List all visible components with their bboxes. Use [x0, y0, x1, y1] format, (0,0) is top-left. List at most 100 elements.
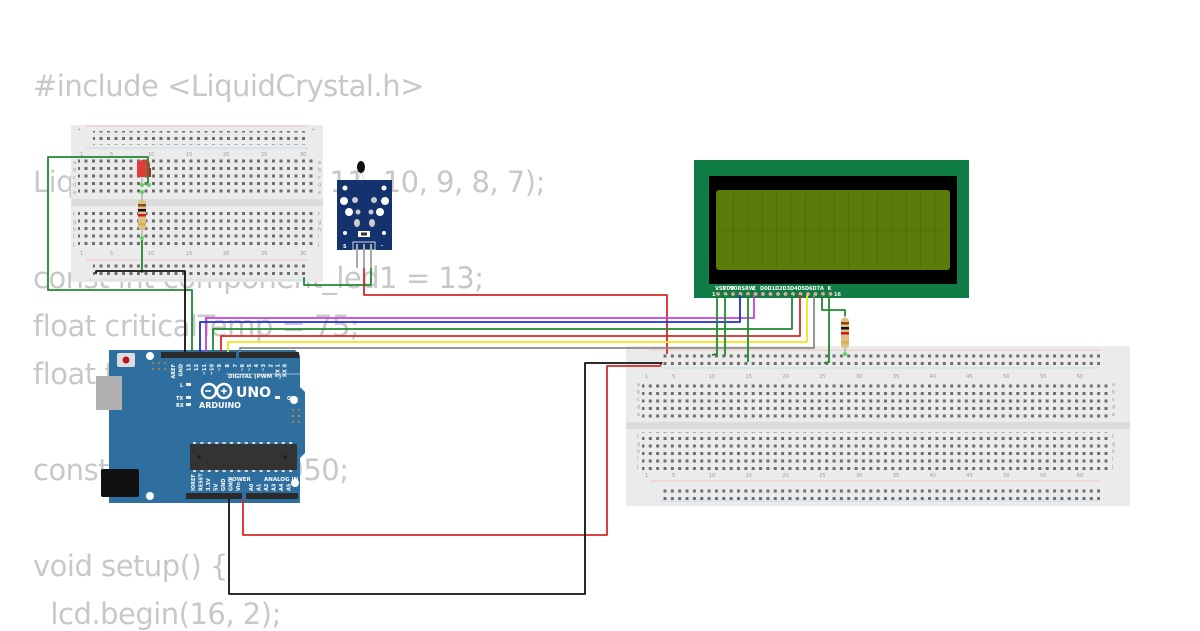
row-letter: a	[637, 382, 640, 388]
row-letter: g	[637, 442, 640, 448]
wire-green-sensor[interactable]	[303, 268, 372, 286]
digital-pin-label: ~5	[247, 363, 253, 371]
lcd-pin[interactable]	[783, 291, 788, 297]
wire-green-k[interactable]	[823, 295, 830, 364]
lcd-pin-label: RS	[738, 286, 746, 292]
lcd-pin[interactable]	[775, 291, 781, 297]
column-number: 40	[930, 473, 936, 479]
lcd-pin-label: A	[820, 286, 824, 292]
led-label-on: ON	[287, 396, 295, 402]
analog-header	[246, 493, 298, 499]
column-number: 1	[80, 251, 83, 257]
analog-pin-label: A2	[264, 483, 270, 491]
lcd-screen	[716, 190, 950, 270]
lcd-pin-label: D1	[768, 286, 776, 292]
row-letter: b	[73, 168, 76, 174]
row-letter: d	[318, 183, 321, 189]
wire-green-a[interactable]	[821, 295, 846, 316]
wire-gray-d7[interactable]	[239, 295, 815, 352]
thermistor-module[interactable]: S -	[337, 161, 392, 268]
digital-header-label: DIGITAL (PWM ~)	[228, 374, 282, 380]
wire-black-gnd[interactable]	[95, 270, 186, 352]
lcd-pin[interactable]	[760, 291, 766, 297]
lcd-pin-label: VDD	[723, 286, 735, 292]
power-header	[186, 493, 242, 499]
row-letter: a	[318, 160, 321, 166]
resistor-lcd[interactable]	[841, 312, 849, 356]
power-pin-label: GND	[221, 479, 227, 491]
wire-green-led[interactable]	[47, 156, 193, 352]
row-letter: i	[318, 235, 319, 241]
column-number: 5	[672, 473, 675, 479]
wire-red-d5[interactable]	[220, 295, 801, 352]
column-number: 20	[782, 374, 788, 380]
digital-pin-label: ~9	[217, 363, 223, 371]
column-number: 20	[223, 251, 229, 257]
atmega-chip	[190, 444, 297, 470]
row-letter: c	[73, 175, 76, 181]
analog-pin-label: A3	[272, 483, 278, 491]
thermistor-bead	[357, 161, 365, 173]
analog-pin-label: A5	[287, 483, 293, 491]
digital-pin-label: GND	[179, 364, 185, 376]
digital-pin-label: ~6	[240, 363, 246, 371]
wire-magenta-e[interactable]	[205, 295, 755, 352]
column-number: 35	[893, 473, 899, 479]
led-label-rx: RX	[176, 403, 184, 409]
analog-pin-label: A4	[279, 483, 285, 491]
analog-pin-label: A1	[257, 483, 263, 491]
led-label-l: L	[180, 383, 184, 389]
power-pin-label: 3.3V	[206, 478, 212, 491]
wire-black-gnd-2[interactable]	[228, 362, 662, 595]
row-letter: f	[637, 434, 639, 440]
red-led[interactable]	[137, 159, 151, 195]
lcd-pin[interactable]	[768, 291, 773, 297]
lcd-pin-label: VSS	[715, 286, 726, 292]
digital-pin-label: RX 0	[283, 363, 289, 376]
digital-pin-label: AREF	[171, 364, 177, 379]
digital-header-high	[161, 352, 236, 358]
code-line: #include <LiquidCrystal.h>	[33, 69, 424, 103]
sensor-board	[337, 180, 392, 250]
wire-red-5v[interactable]	[242, 361, 663, 536]
wire-green-vss[interactable]	[711, 295, 718, 356]
row-letter: i	[637, 457, 638, 463]
column-number: 30	[856, 473, 862, 479]
plus-mark: +	[77, 127, 81, 133]
column-number: 10	[709, 374, 715, 380]
resistor-led[interactable]	[138, 192, 146, 240]
column-number: 5	[110, 251, 113, 257]
column-number: 1	[645, 473, 648, 479]
power-pin-label: Vin	[236, 482, 242, 491]
column-number: 15	[746, 473, 752, 479]
wire-yellow-d6[interactable]	[227, 295, 808, 352]
lcd-pin-label: E	[753, 286, 757, 292]
center-channel	[71, 199, 323, 206]
power-header-label: POWER	[228, 477, 252, 483]
column-number: 30	[300, 152, 306, 158]
row-letter: d	[73, 183, 76, 189]
wire-blue-rs[interactable]	[199, 295, 741, 352]
column-number: 1	[645, 374, 648, 380]
wire-green-d4[interactable]	[212, 295, 793, 352]
lcd-pin-number: 1	[712, 292, 716, 298]
row-letter: h	[73, 227, 76, 233]
power-rail-bottom	[660, 485, 1100, 500]
code-line: void setup() {	[33, 549, 229, 583]
row-letter: j	[317, 242, 319, 248]
wire-red-sensor[interactable]	[363, 268, 668, 354]
row-letter: c	[1112, 397, 1115, 403]
row-letter: f	[318, 212, 320, 218]
column-number: 50	[1003, 473, 1009, 479]
row-letter: g	[73, 220, 76, 226]
row-letter: d	[1112, 405, 1115, 411]
lcd-pin[interactable]	[730, 291, 736, 297]
row-letter: c	[318, 175, 321, 181]
analog-header-label: ANALOG IN	[264, 477, 299, 483]
lcd-pin-label: D0	[760, 286, 768, 292]
